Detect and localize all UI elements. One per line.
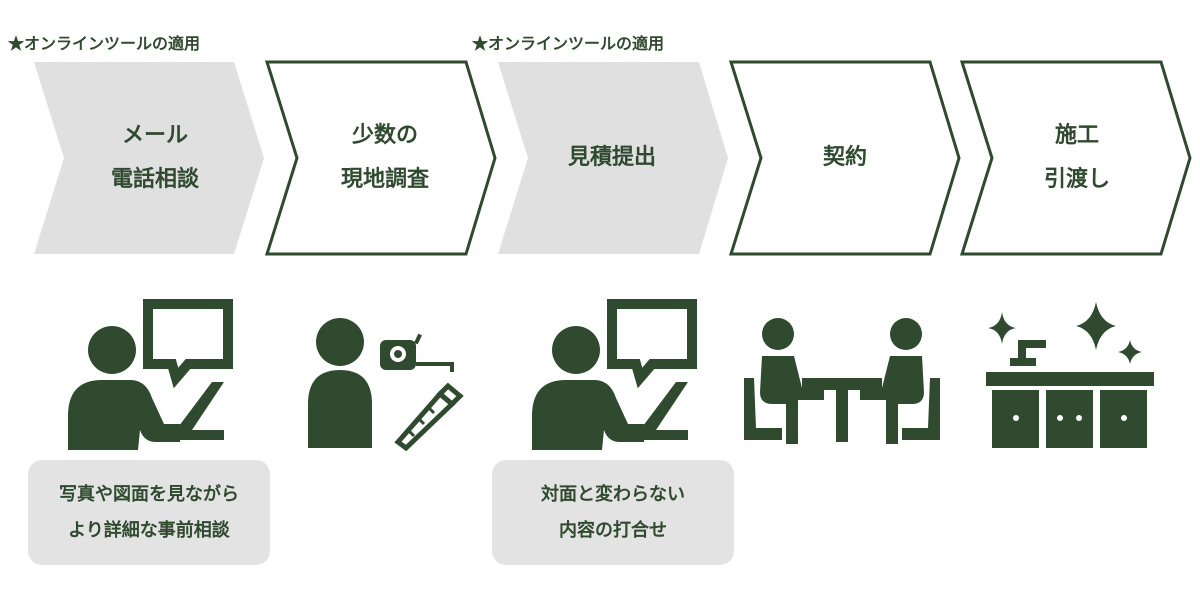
step-5-chevron [959,60,1192,256]
step-1-chevron [34,62,264,254]
step-1-line1: メール [121,122,188,148]
detail-box-2: 対面と変わらない 内容の打合せ [492,460,734,565]
step-2-line1: 少数の [351,122,418,148]
detail-box-2-line2: 内容の打合せ [559,519,667,541]
step-2-line2: 現地調査 [340,166,429,192]
person-measure-tools-icon [308,318,464,452]
step-1-label: メール 電話相談 [40,60,270,254]
step-5-label: 施工 引渡し [962,60,1192,254]
step-4-line1: 契約 [822,144,867,170]
step-2-label: 少数の 現地調査 [270,60,500,254]
detail-box-1-line1: 写真や図面を見ながら [59,483,239,505]
step-2-chevron [264,60,497,256]
meeting-table-icon [744,318,940,444]
step-3-chevron [498,62,728,254]
online-tool-note-1: ★オンラインツールの適用 [8,34,201,53]
person-laptop-chat-icon [68,299,233,450]
step-5-line2: 引渡し [1043,166,1110,192]
kitchen-sink-sparkle-icon [986,302,1154,448]
person-laptop-chat-icon [532,299,697,450]
step-1-line2: 電話相談 [110,166,199,192]
step-3-label: 見積提出 [497,60,727,254]
step-4-label: 契約 [730,60,960,254]
detail-box-1: 写真や図面を見ながら より詳細な事前相談 [28,460,270,565]
online-tool-note-2: ★オンラインツールの適用 [472,34,665,53]
step-4-chevron [728,60,961,256]
detail-box-1-line2: より詳細な事前相談 [68,519,230,541]
step-3-line1: 見積提出 [567,144,656,170]
detail-box-2-line1: 対面と変わらない [541,483,685,505]
step-5-line1: 施工 [1054,122,1099,148]
